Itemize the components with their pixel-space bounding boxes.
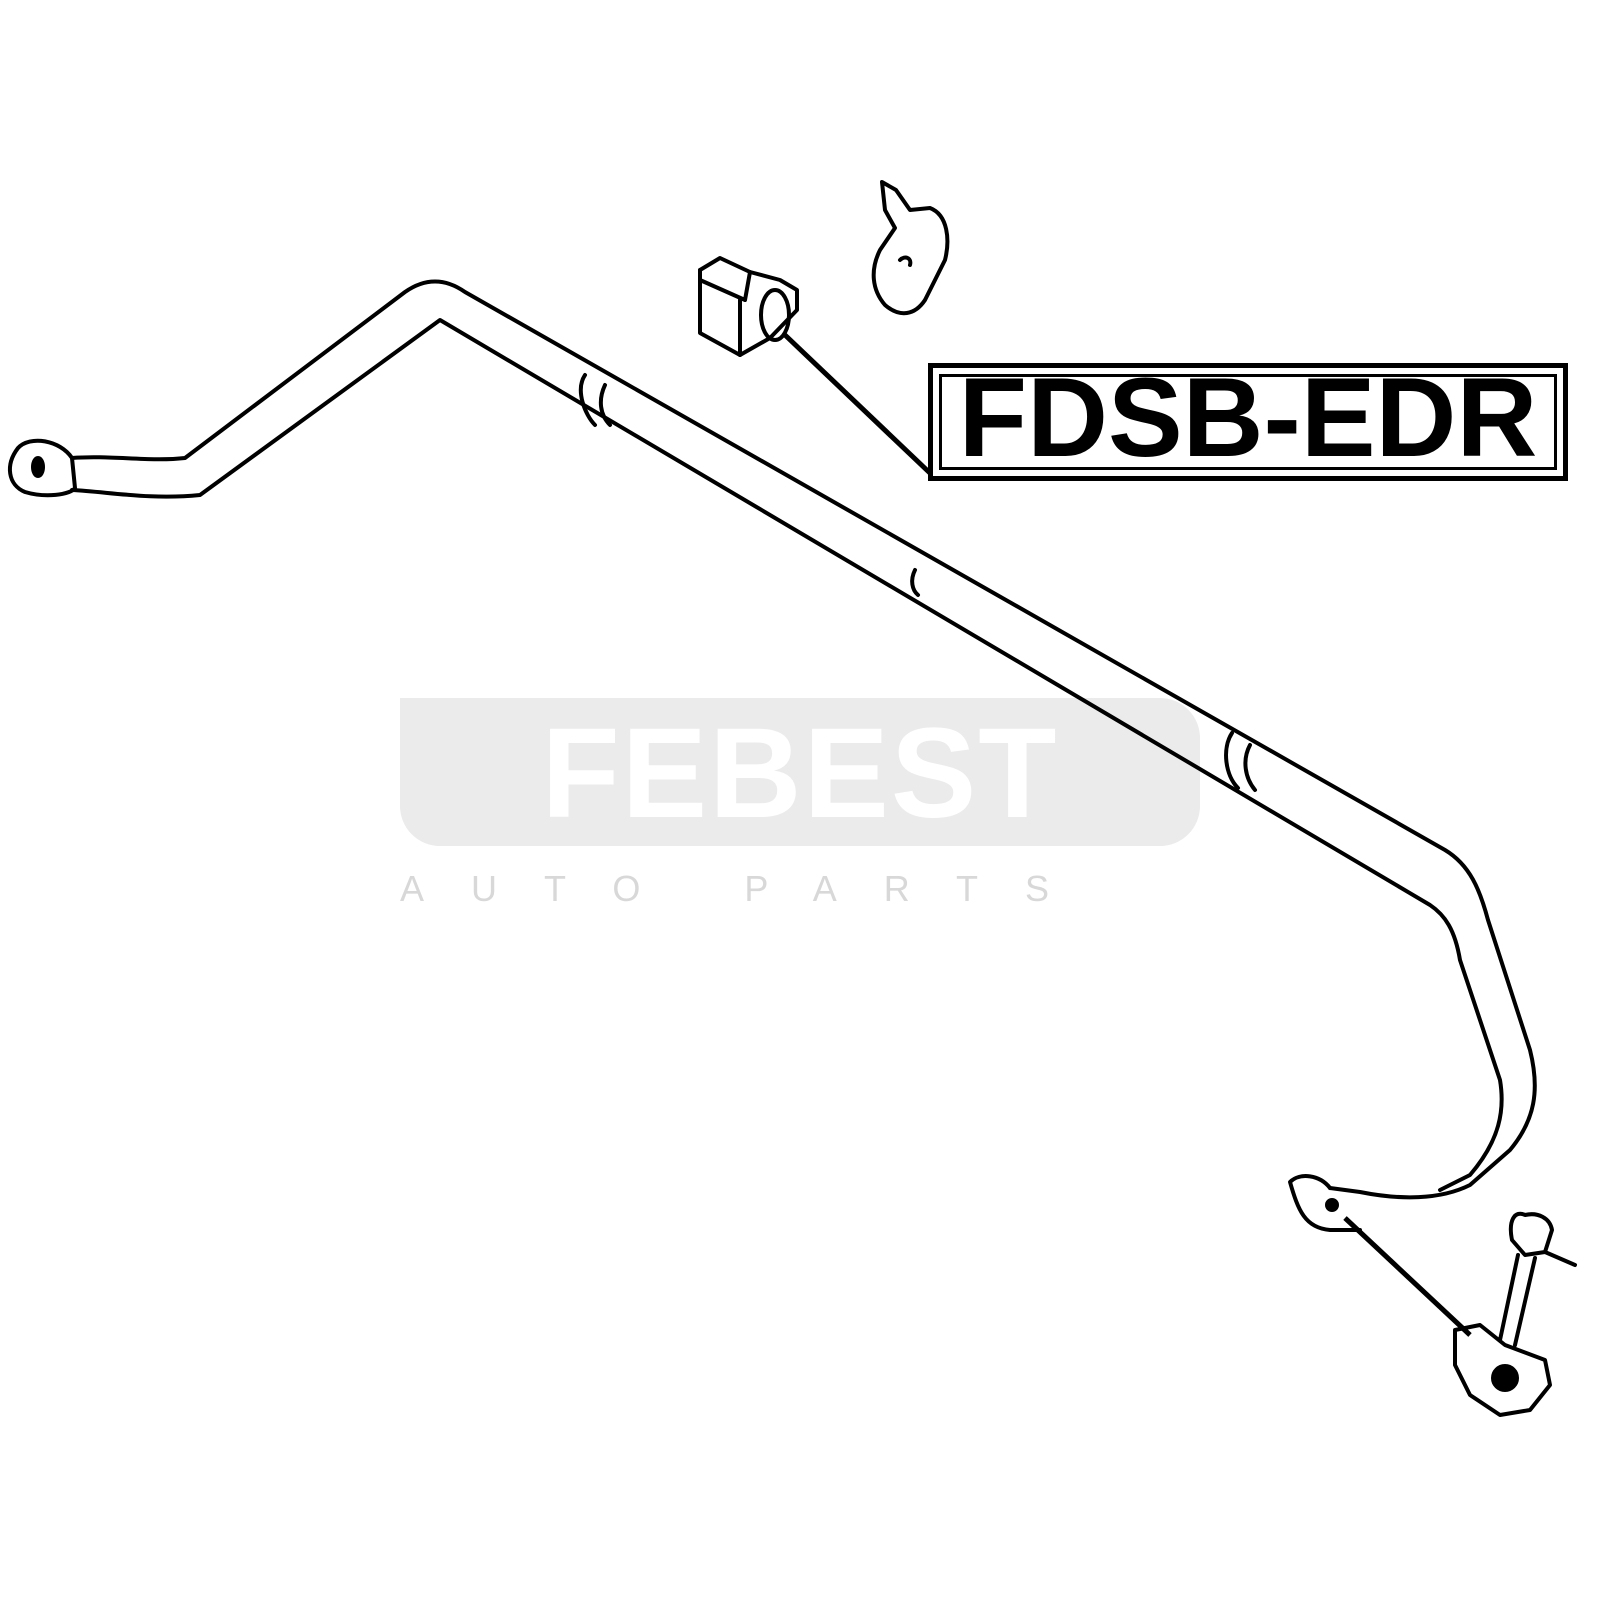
stabilizer-bar-upper-edge xyxy=(70,279,1537,1200)
bar-ring-right xyxy=(1224,731,1257,792)
part-number-label: FDSB-EDR xyxy=(958,355,1538,480)
right-end-eye xyxy=(1288,1174,1362,1232)
watermark-background xyxy=(400,698,1200,846)
leader-line-link xyxy=(1343,1216,1472,1337)
watermark-brand: FEBEST xyxy=(541,702,1059,845)
left-end-eye xyxy=(8,438,77,498)
bar-ring-left xyxy=(578,373,612,427)
bushing-part xyxy=(698,256,799,357)
bar-ring-middle xyxy=(910,568,920,597)
stabilizer-link-part xyxy=(1453,1211,1577,1417)
part-number-inner-frame xyxy=(939,374,1557,470)
watermark-tagline: AUTO PARTS xyxy=(400,868,1097,909)
part-number-box: FDSB-EDR xyxy=(928,355,1568,481)
stabilizer-bar-lower-edge xyxy=(70,318,1504,1192)
leader-line-bushing xyxy=(783,333,934,477)
bracket-part xyxy=(871,180,950,316)
left-end-hole xyxy=(31,456,45,478)
right-end-hole xyxy=(1325,1198,1339,1212)
